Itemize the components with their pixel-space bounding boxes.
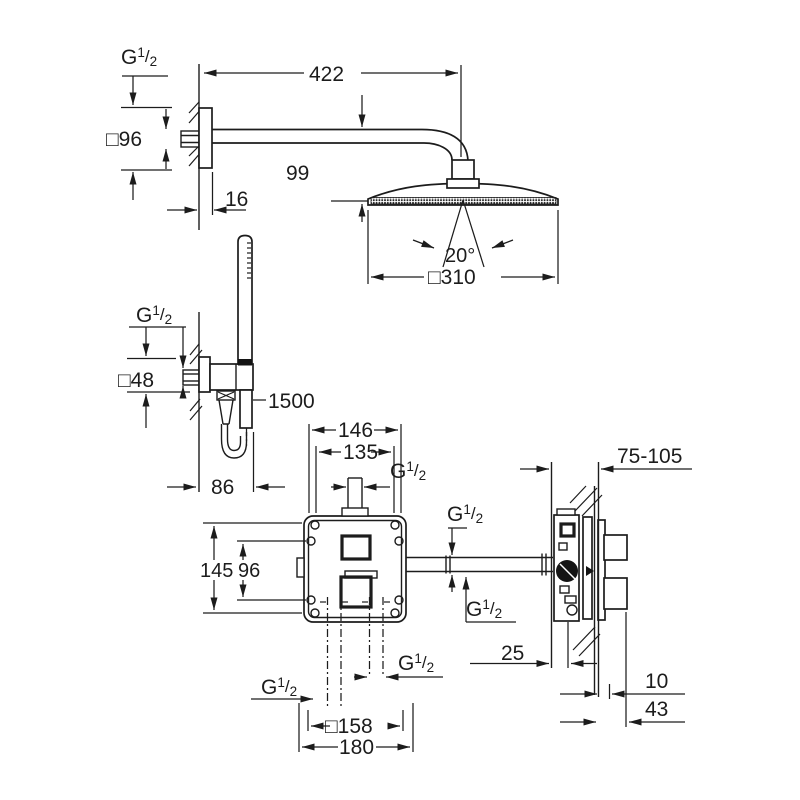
dim-wall-gap: 10: [560, 670, 685, 699]
side-port-plug: [296, 557, 305, 578]
right-outlet-pipe: [406, 553, 553, 576]
hand-shower-holder: [209, 363, 254, 391]
hand-shower-cap: [238, 359, 252, 366]
fixing-screws: [306, 520, 404, 618]
marker-pointer: [586, 566, 594, 576]
box-width-label: 146: [338, 419, 373, 442]
holder-thread-label: G1/2: [136, 303, 172, 327]
head-width-label: □310: [428, 266, 476, 289]
spray-angle-label: 20°: [445, 245, 475, 267]
arm-thread-label: G1/2: [121, 45, 157, 69]
handle-top-side: [603, 534, 628, 561]
mounting-plate: [582, 516, 593, 620]
arm-thread-nipple: [180, 130, 200, 148]
bottom-ports: [320, 597, 390, 706]
wall-gap-label: 10: [645, 670, 668, 693]
install-depth-label: 75-105: [617, 445, 682, 468]
hand-shower-grip-texture: [247, 242, 251, 279]
hand-shower: [237, 234, 253, 365]
dim-bottom-left-port-thread: G1/2: [251, 675, 313, 703]
valve-opening-top: [340, 534, 372, 561]
handle-bottom-side: [603, 577, 628, 610]
trim-size-label: 180: [339, 736, 374, 759]
plate-depth-label: 16: [225, 188, 248, 211]
plate-size-label: □158: [325, 715, 373, 738]
dim-plate-size: □158: [307, 710, 404, 738]
dim-fixing-width: 135: [315, 441, 395, 513]
dim-hose-length: 1500: [253, 390, 315, 413]
right-port-thread-label: G1/2: [447, 502, 483, 526]
head-connection-nut: [451, 159, 475, 180]
top-outlet-port: [341, 477, 369, 517]
hose-connector: [239, 389, 253, 429]
dim-plate-depth: 16: [167, 172, 248, 215]
top-port-thread-label: G1/2: [390, 459, 426, 483]
hose-outlet: [216, 390, 236, 425]
dim-bottom-right-port-thread: G1/2: [354, 651, 443, 681]
dim-min-depth: 25: [470, 622, 597, 668]
hand-shower-view: G1/2 □48 1500 86: [118, 234, 315, 499]
fixing-width-label: 135: [343, 441, 378, 464]
bottom-left-port-thread-label: G1/2: [261, 675, 297, 699]
dim-fixing-height: 96: [237, 540, 306, 601]
bottom-right-port-thread-label: G1/2: [398, 651, 434, 675]
handle-depth-label: 43: [645, 698, 668, 721]
arm-wall-plate: [198, 107, 213, 169]
dim-head-width: □310: [367, 210, 559, 289]
dim-holder-depth: 86: [167, 432, 285, 499]
mixer-side-view: 75-105 G1/2 25 10 43: [462, 445, 692, 727]
holder-wall-plate: [198, 356, 211, 393]
trim-plate-side: [597, 519, 606, 621]
shower-arm: [212, 128, 469, 162]
dim-holder-thread: G1/2 □48: [118, 303, 190, 428]
head-shower-view: G1/2 □96 422 99 16: [106, 45, 559, 289]
dim-install-depth: 75-105: [520, 445, 692, 473]
valve-opening-bottom: [339, 575, 373, 609]
min-depth-label: 25: [501, 642, 524, 665]
dim-right-port-thread: G1/2: [447, 502, 483, 592]
holder-depth-label: 86: [211, 476, 234, 499]
dim-box-height: 145: [200, 522, 302, 614]
drop-height-label: 99: [286, 162, 309, 185]
dim-trim-size: 180: [298, 703, 414, 759]
fixing-height-label: 96: [238, 560, 260, 582]
dim-drop-height: 99: [286, 95, 368, 222]
dim-arm-thread: G1/2 □96: [106, 45, 172, 200]
dim-spray-angle: 20°: [412, 199, 514, 268]
holder-plate-size-label: □48: [118, 369, 154, 392]
hose-length-label: 1500: [268, 390, 315, 413]
dim-handle-depth: 43: [560, 612, 685, 727]
dim-box-width: 146: [308, 419, 402, 513]
mixer-front-view: 146 135 G1/2 145 96: [200, 419, 553, 759]
dim-top-port-thread: G1/2: [331, 459, 426, 491]
dim-arm-length: 422: [204, 63, 462, 157]
inlet-thread-label: G1/2: [466, 597, 502, 621]
shower-hose: [220, 424, 248, 459]
arm-length-label: 422: [309, 63, 344, 86]
box-height-label: 145: [200, 560, 233, 582]
holder-thread-nipple: [182, 369, 200, 386]
arm-plate-size-label: □96: [106, 128, 142, 151]
dim-inlet-thread: G1/2: [462, 577, 516, 623]
